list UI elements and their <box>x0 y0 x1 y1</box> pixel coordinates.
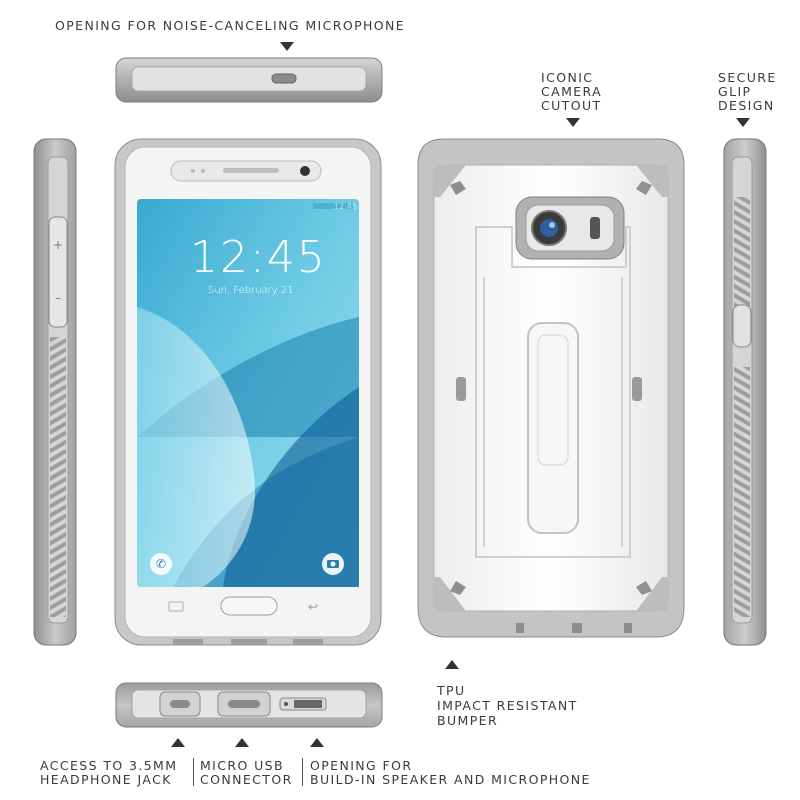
label-secure-glip-2: GLIP <box>718 84 752 99</box>
arrow-up-usb <box>235 738 249 747</box>
label-secure-glip-1: SECURE <box>718 70 777 85</box>
label-secure-glip-3: DESIGN <box>718 98 775 113</box>
case-left-side: + – <box>33 138 77 646</box>
svg-text:✆: ✆ <box>156 557 166 571</box>
label-headphone-2: HEADPHONE JACK <box>40 772 172 787</box>
label-tpu-1: TPU <box>437 683 466 698</box>
case-bottom-edge <box>115 682 383 728</box>
case-top-edge <box>115 57 383 103</box>
label-camera-cutout-1: ICONIC <box>541 70 594 85</box>
label-headphone-1: ACCESS TO 3.5MM <box>40 758 178 773</box>
case-back-view <box>417 138 685 638</box>
label-speaker-1: OPENING FOR <box>310 758 413 773</box>
home-button <box>220 596 278 616</box>
case-front-view: ✆ ↩ <box>114 138 382 646</box>
label-usb-2: CONNECTOR <box>200 772 293 787</box>
lockscreen-time: 12:45 <box>190 232 327 283</box>
svg-text:+: + <box>53 238 63 252</box>
label-speaker-2: BUILD-IN SPEAKER AND MICROPHONE <box>310 772 591 787</box>
label-tpu-2: IMPACT RESISTANT <box>437 698 578 713</box>
arrow-up-headphone <box>171 738 185 747</box>
clip-plate <box>527 322 579 534</box>
arrow-down-glip <box>736 118 750 127</box>
arrow-up-tpu <box>445 660 459 669</box>
svg-text:↩: ↩ <box>308 600 318 614</box>
label-noise-canceling-microphone: OPENING FOR NOISE-CANCELING MICROPHONE <box>55 18 406 33</box>
phone-shortcut-icon <box>150 553 172 575</box>
label-usb-1: MICRO USB <box>200 758 284 773</box>
arrow-down-top <box>280 42 294 51</box>
label-tpu-3: BUMPER <box>437 713 499 728</box>
lockscreen-date: Sun, February 21 <box>208 285 294 296</box>
label-camera-cutout-2: CAMERA <box>541 84 603 99</box>
svg-text:–: – <box>55 291 61 305</box>
status-bar-time: 12:45 <box>334 202 358 211</box>
separator-1 <box>193 758 194 786</box>
arrow-up-speaker <box>310 738 324 747</box>
arrow-down-camera <box>566 118 580 127</box>
label-camera-cutout-3: CUTOUT <box>541 98 602 113</box>
case-right-side <box>723 138 767 646</box>
separator-2 <box>302 758 303 786</box>
